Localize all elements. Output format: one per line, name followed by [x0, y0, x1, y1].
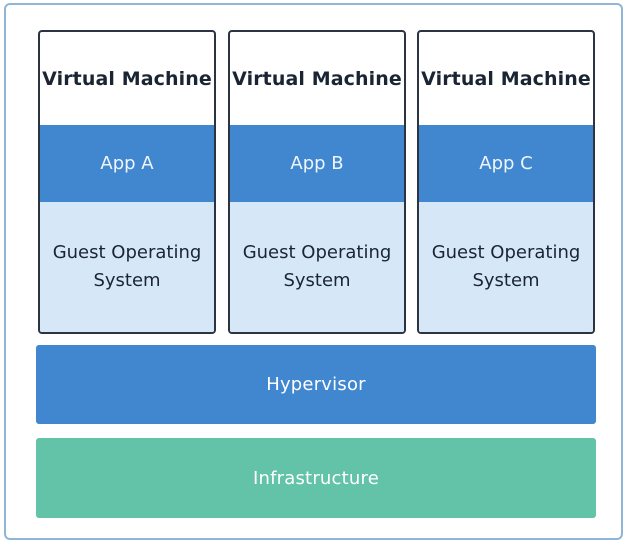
vm-title: Virtual Machine [42, 67, 212, 90]
guest-os-block: Guest Operating System [40, 202, 214, 332]
app-b-block: App B [230, 125, 404, 202]
vm-title: Virtual Machine [421, 67, 591, 90]
infrastructure-layer: Infrastructure [36, 438, 596, 518]
guest-os-block: Guest Operating System [230, 202, 404, 332]
hypervisor-layer: Hypervisor [36, 345, 596, 424]
app-a-block: App A [40, 125, 214, 202]
virtual-machine-a: Virtual Machine App A Guest Operating Sy… [38, 30, 216, 334]
guest-os-block: Guest Operating System [419, 202, 593, 332]
app-c-block: App C [419, 125, 593, 202]
vm-title: Virtual Machine [232, 67, 402, 90]
virtual-machine-b: Virtual Machine App B Guest Operating Sy… [228, 30, 406, 334]
virtual-machine-c: Virtual Machine App C Guest Operating Sy… [417, 30, 595, 334]
